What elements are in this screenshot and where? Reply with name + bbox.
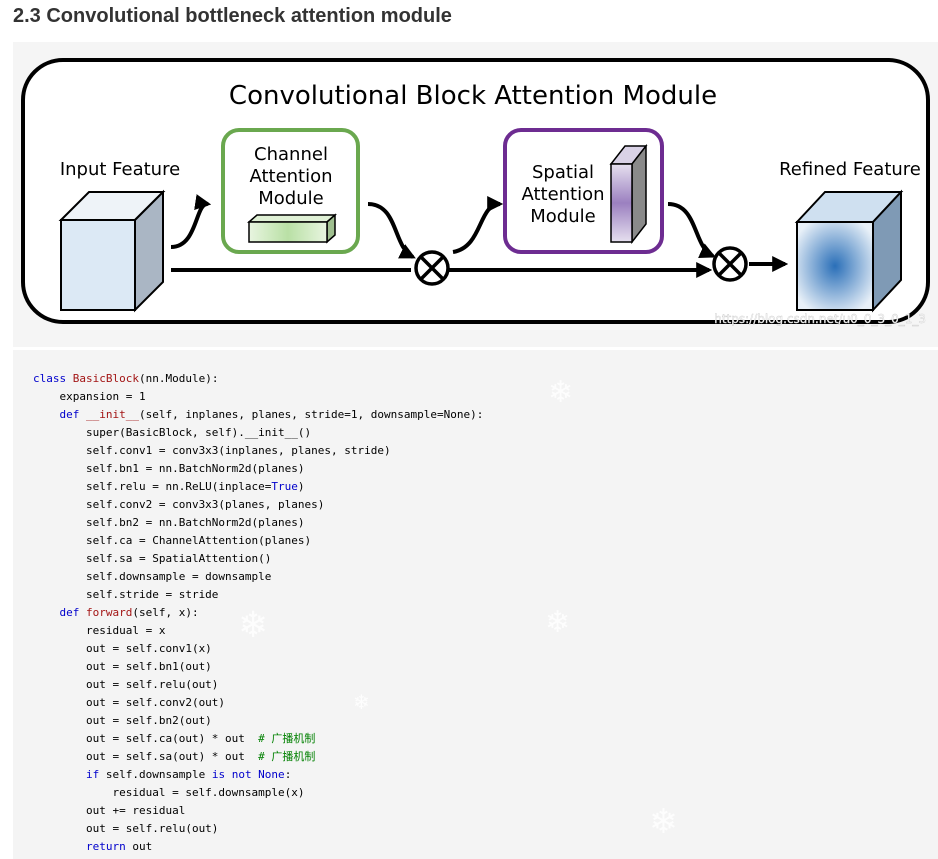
input-feature-cube [58,189,166,313]
channel-attention-bar [247,213,337,244]
code-token: out = self.sa(out) * out [33,750,259,763]
flow-arrows [170,194,789,278]
code-token: __init__ [86,408,139,421]
input-feature-label: Input Feature [60,159,180,180]
code-token: self.sa = SpatialAttention() [33,552,272,565]
code-token: self.stride = stride [33,588,219,601]
code-token [33,768,86,781]
code-line: out = self.relu(out) [33,676,483,694]
code-token [33,606,60,619]
code-token: if [85,768,106,781]
code-token: self.conv2 = conv3x3(planes, planes) [33,498,325,511]
code-token: def [59,408,86,421]
code-token: out = self.relu(out) [33,822,219,835]
code-line: out = self.ca(out) * out # 广播机制 [33,730,483,748]
code-line: self.relu = nn.ReLU(inplace=True) [33,478,483,496]
code-line: def __init__(self, inplanes, planes, str… [33,406,484,424]
code-line: residual = self.downsample(x) [33,784,483,802]
code-line: out = self.bn2(out) [33,712,483,730]
code-token: def [59,606,86,619]
code-token: : [284,768,292,781]
channel-label-3: Module [258,188,323,209]
code-line: self.sa = SpatialAttention() [33,550,483,568]
code-line: class BasicBlock(nn.Module): [33,370,483,388]
code-token: self.downsample [105,768,212,781]
code-line: residual = x [33,622,483,640]
snowflake-icon: ❄ [649,802,678,842]
code-line: out = self.relu(out) [33,820,483,838]
code-token: self.downsample = downsample [33,570,272,583]
snowflake-icon: ❄ [238,605,269,646]
code-block: ❄ ❄ ❄ ❄ ❄ class BasicBlock(nn.Module): e… [13,350,938,859]
channel-label-1: Channel [254,144,328,165]
code-token: class [33,372,73,385]
code-token [33,840,86,853]
code-token: residual = x [33,624,166,637]
code-line: if self.downsample is not None: [33,766,483,784]
snowflake-icon: ❄ [545,605,571,640]
code-token: (self, x): [132,606,199,619]
spatial-attention-slab [609,143,648,245]
code-line: out = self.bn1(out) [33,658,483,676]
code-token: expansion = 1 [33,390,146,403]
code-token: (nn.Module): [138,372,219,385]
code-line: super(BasicBlock, self).__init__() [33,424,483,442]
code-token: (self, inplanes, planes, stride=1, downs… [138,408,484,421]
code-token: # 广播机制 [258,732,316,745]
code-token: # 广播机制 [258,750,316,763]
code-line: return out [33,838,483,856]
code-token: out = self.relu(out) [33,678,219,691]
code-token [33,408,60,421]
code-token: self.conv1 = conv3x3(inplanes, planes, s… [33,444,391,457]
refined-feature-label: Refined Feature [779,159,921,180]
code-line: self.conv1 = conv3x3(inplanes, planes, s… [33,442,483,460]
code-token: self.bn2 = nn.BatchNorm2d(planes) [33,516,305,529]
code-token: BasicBlock [72,372,139,385]
section-heading: 2.3 Convolutional bottleneck attention m… [13,5,452,27]
code-line: self.downsample = downsample [33,568,483,586]
code-listing: class BasicBlock(nn.Module): expansion =… [33,370,483,856]
code-line: self.conv2 = conv3x3(planes, planes) [33,496,483,514]
code-token: self.ca = ChannelAttention(planes) [33,534,312,547]
code-token: out = self.bn2(out) [33,714,212,727]
code-line: self.bn2 = nn.BatchNorm2d(planes) [33,514,483,532]
image-watermark: https://blog.csdn.net/u0_0_3_0_1_3 [714,312,926,326]
code-token: return [85,840,133,853]
code-token: self.bn1 = nn.BatchNorm2d(planes) [33,462,305,475]
refined-feature-cube [794,189,904,313]
code-line: self.ca = ChannelAttention(planes) [33,532,483,550]
code-line: out = self.conv2(out) [33,694,483,712]
code-token: True [271,480,298,493]
code-line: self.bn1 = nn.BatchNorm2d(planes) [33,460,483,478]
code-line: self.stride = stride [33,586,483,604]
code-token: super(BasicBlock, self).__init__() [33,426,312,439]
cbam-diagram-svg: Convolutional Block Attention Module Inp… [21,58,930,326]
code-line: out += residual [33,802,483,820]
code-token: ) [297,480,305,493]
snowflake-icon: ❄ [548,375,574,410]
code-token: residual = self.downsample(x) [33,786,305,799]
spatial-label-1: Spatial [532,162,594,183]
channel-label-2: Attention [249,166,332,187]
cbam-diagram: Convolutional Block Attention Module Inp… [13,42,938,347]
snowflake-icon: ❄ [353,690,370,714]
code-line: out = self.conv1(x) [33,640,483,658]
code-token: self.relu = nn.ReLU(inplace= [33,480,272,493]
code-token: is not None [211,768,285,781]
code-token: out = self.bn1(out) [33,660,212,673]
code-token: out = self.ca(out) * out [33,732,259,745]
code-token: out += residual [33,804,186,817]
spatial-label-2: Attention [521,184,604,205]
multiply-circle-icon [414,250,450,286]
code-token: forward [86,606,133,619]
spatial-label-3: Module [530,206,595,227]
multiply-circle-icon [712,246,748,282]
code-line: out = self.sa(out) * out # 广播机制 [33,748,483,766]
diagram-title: Convolutional Block Attention Module [229,81,717,111]
code-token: out = self.conv1(x) [33,642,212,655]
code-line: def forward(self, x): [33,604,483,622]
code-token: out = self.conv2(out) [33,696,226,709]
code-token: out [132,840,153,853]
code-line: expansion = 1 [33,388,483,406]
